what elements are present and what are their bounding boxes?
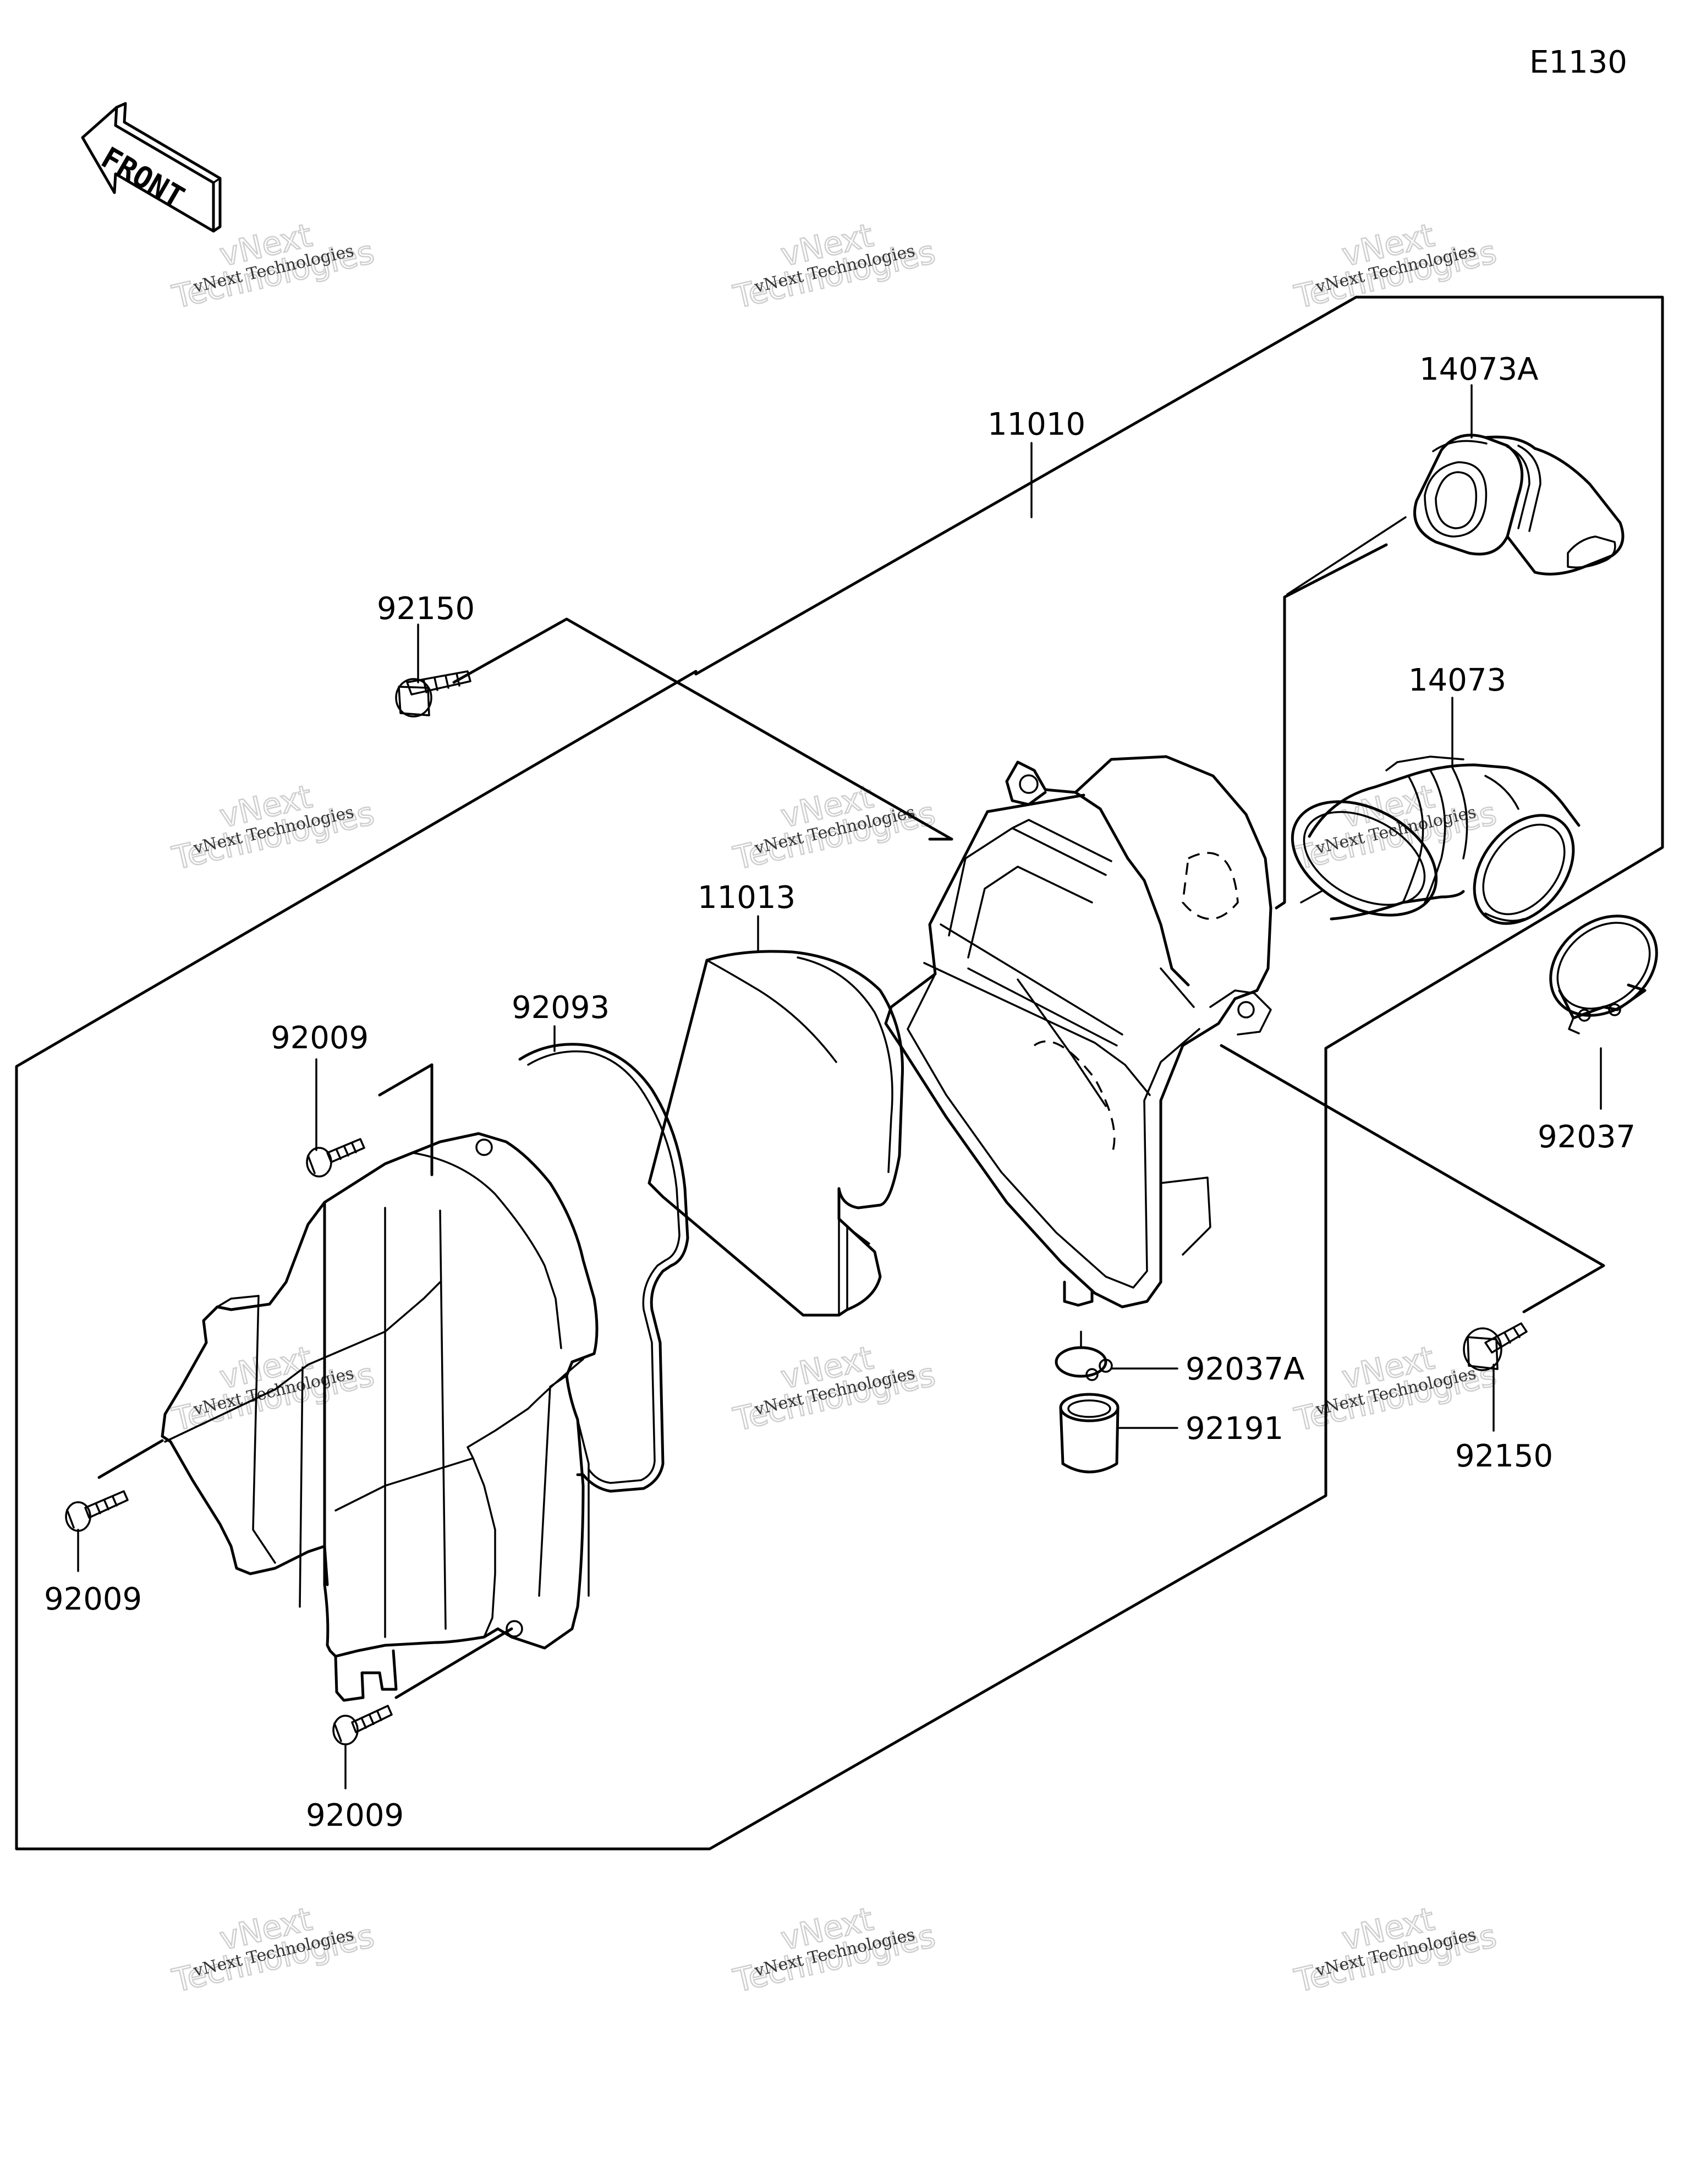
screw-92150-top: [395, 670, 471, 718]
label-14073: 14073: [1408, 663, 1506, 698]
part-number-labels: 11010 14073A 14073 92150 92150 11013 920…: [44, 352, 1636, 1833]
air-cleaner-cover: [161, 1132, 599, 1702]
leader-lines: [77, 384, 1602, 1789]
label-92009-lower: 92009: [306, 1798, 404, 1833]
label-92093: 92093: [512, 990, 610, 1026]
label-92009-upper: 92009: [271, 1020, 369, 1056]
watermark: vNext Technologies vNext Technologies: [729, 1338, 940, 1439]
label-92037a: 92037A: [1186, 1351, 1304, 1387]
label-92150-top: 92150: [377, 591, 475, 627]
label-11013: 11013: [698, 880, 795, 916]
watermark: vNext Technologies vNext Technologies: [729, 1900, 940, 2000]
label-92150-right: 92150: [1455, 1438, 1553, 1474]
gasket-92093: [518, 1043, 689, 1493]
clamp-92037: [1549, 915, 1658, 1034]
watermark: vNext Technologies vNext Technologies: [1291, 216, 1501, 316]
watermark: vNext Technologies vNext Technologies: [168, 1338, 378, 1439]
watermark: vNext Technologies vNext Technologies: [729, 216, 940, 316]
air-filter-element-11013: [648, 950, 904, 1317]
screw-92009-left: [65, 1490, 129, 1532]
assembly-frame-lines: [15, 295, 1664, 1851]
drain-plug-92191: [1059, 1393, 1120, 1474]
watermark: vNext Technologies vNext Technologies: [1291, 1900, 1501, 2000]
label-92191: 92191: [1186, 1411, 1283, 1447]
screw-92009-upper: [306, 1138, 365, 1178]
front-direction-arrow-icon: FRONT: [81, 102, 222, 233]
watermark: vNext Technologies vNext Technologies: [729, 777, 940, 878]
diagram-code: E1130: [1529, 45, 1627, 80]
label-92009-left: 92009: [44, 1581, 142, 1617]
tube-14073a: [1413, 434, 1625, 576]
clip-92037a: [1055, 1346, 1113, 1381]
duct-14073: [1291, 756, 1581, 925]
label-92037: 92037: [1538, 1119, 1636, 1155]
label-14073a: 14073A: [1419, 352, 1538, 387]
watermark: vNext Technologies vNext Technologies: [168, 1900, 378, 2000]
screw-92150-right: [1463, 1322, 1528, 1371]
screw-92009-lower: [332, 1705, 393, 1745]
watermark-layer: vNext Technologies vNext Technologies vN…: [168, 216, 1501, 2000]
air-cleaner-housing-11010: [884, 755, 1272, 1309]
watermark: vNext Technologies vNext Technologies: [168, 777, 378, 878]
label-11010: 11010: [987, 407, 1085, 442]
